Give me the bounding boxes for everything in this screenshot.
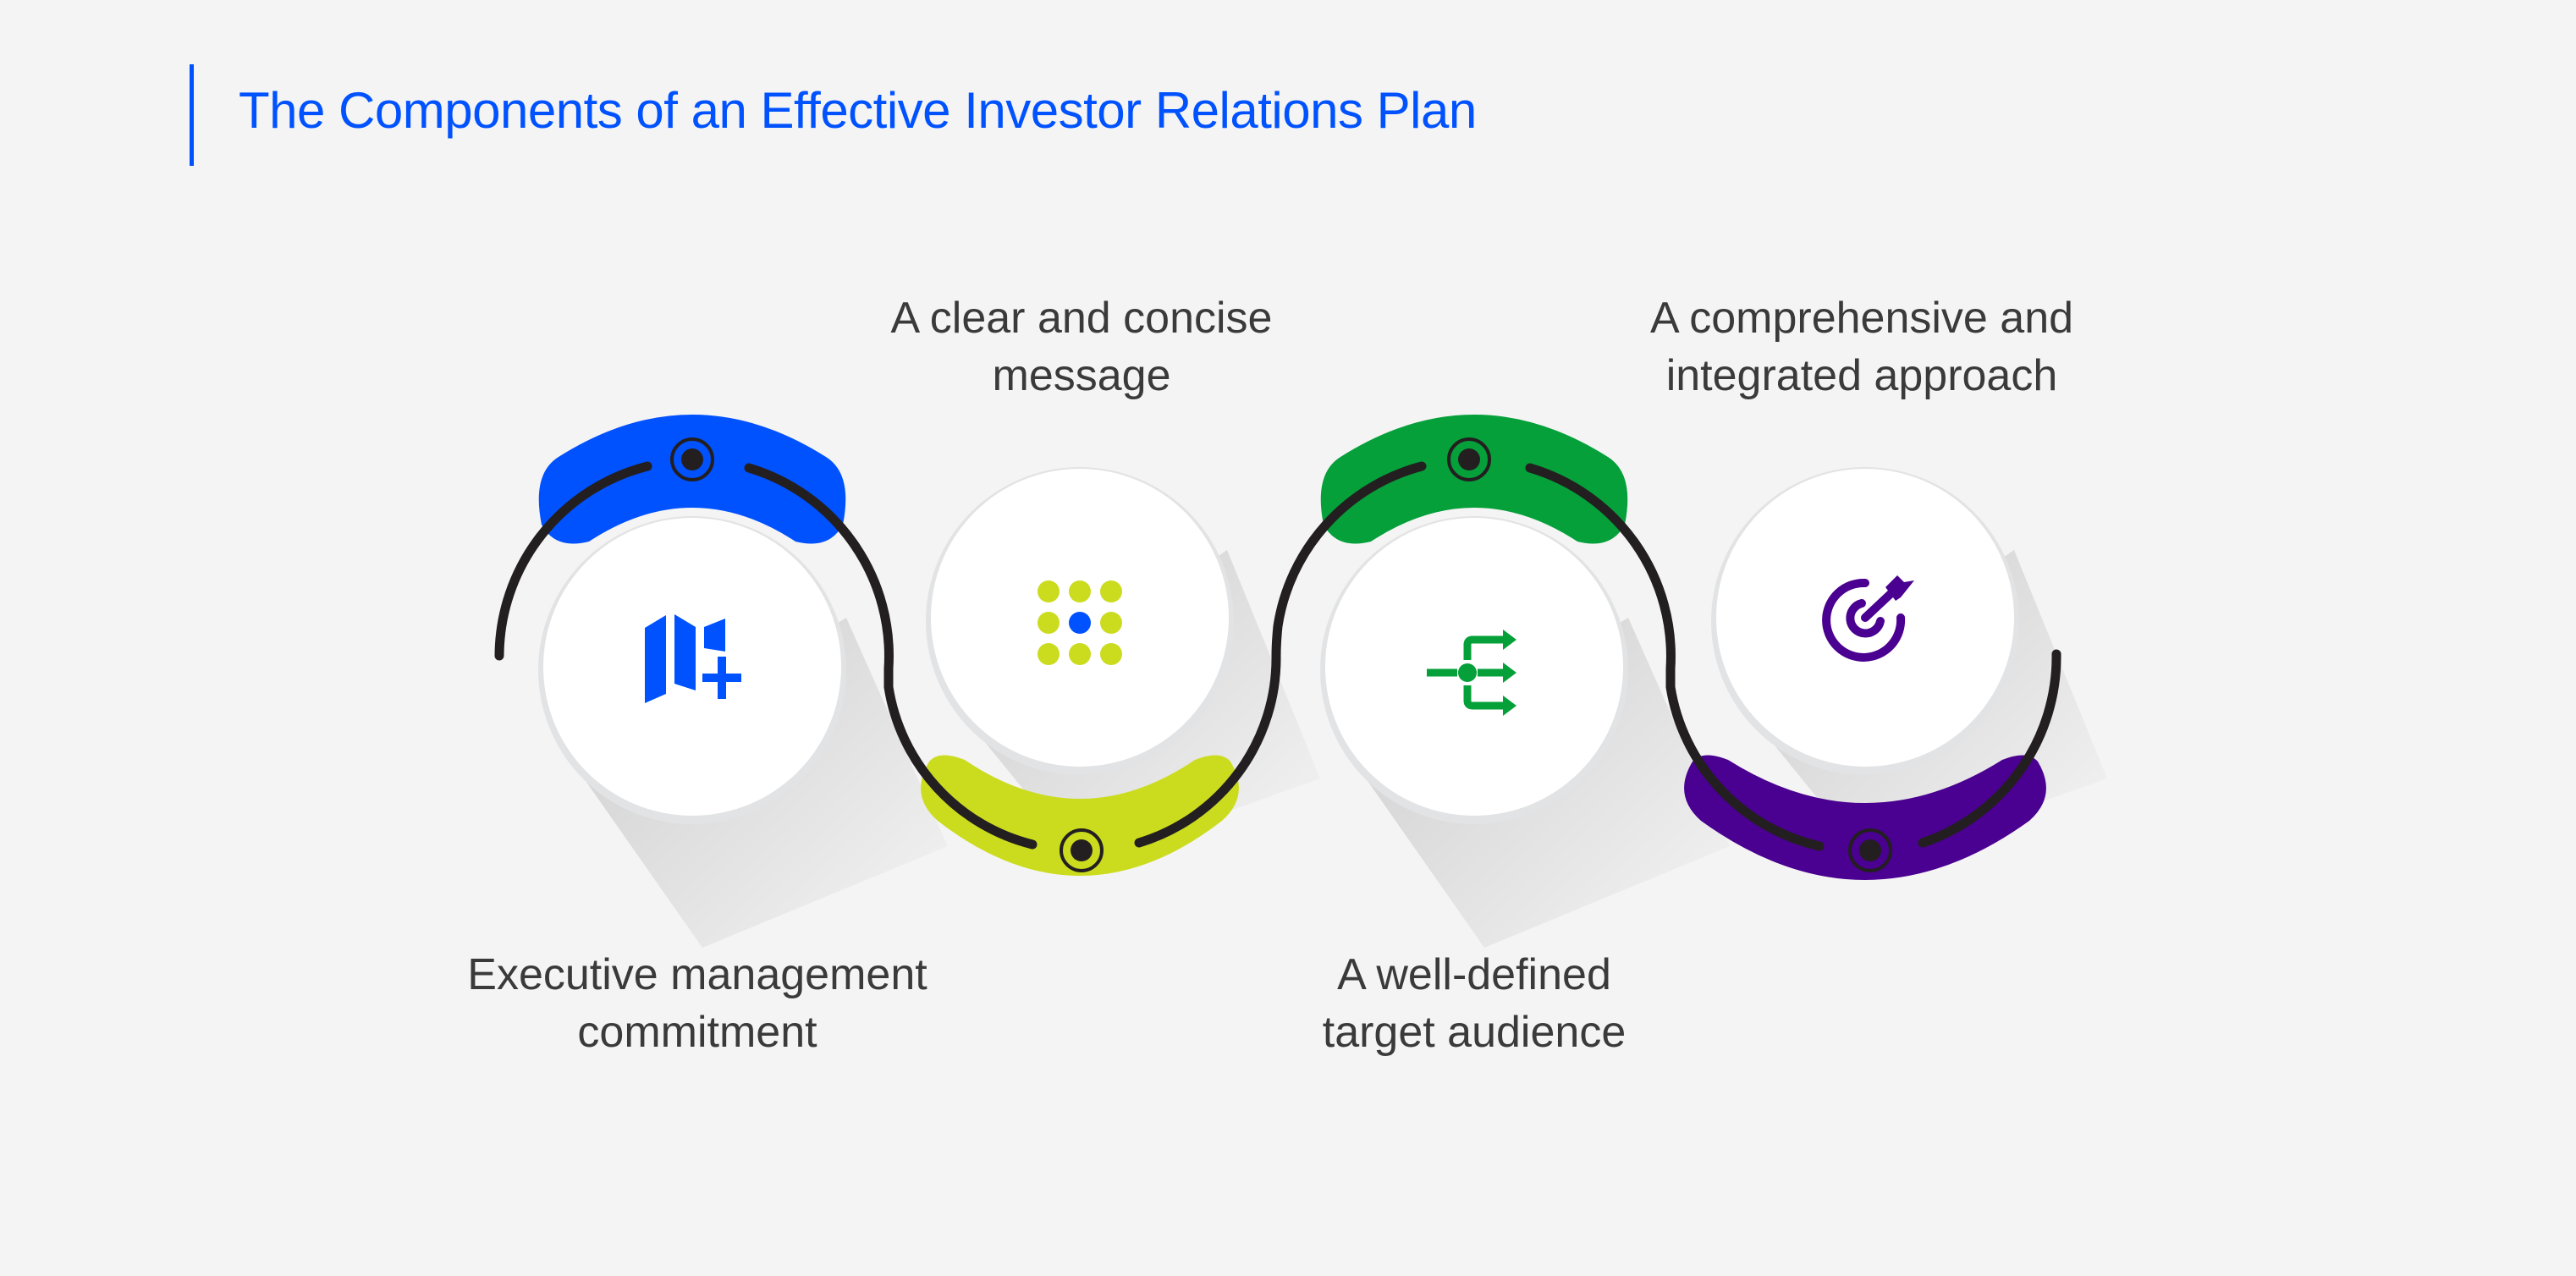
- title-accent-bar: [190, 64, 194, 166]
- step-1-label-line1: Executive management: [467, 950, 927, 999]
- step-1-label-line2: commitment: [577, 1008, 817, 1057]
- step-4-label: A comprehensive and integrated approach: [1566, 289, 2158, 404]
- map-plus-icon: [645, 614, 741, 703]
- branching-arrows-heads: [1458, 630, 1516, 716]
- step-4-node-marker: [1848, 828, 1892, 872]
- target-arrow-fletching: [1885, 575, 1914, 601]
- target-arrow-icon: [1822, 578, 1906, 662]
- step-4-label-line1: A comprehensive and: [1649, 294, 2074, 343]
- dot-grid-icon: [1038, 580, 1122, 665]
- step-2: [921, 467, 1320, 876]
- step-4-label-line2: integrated approach: [1665, 351, 2058, 400]
- step-2-label-line1: A clear and concise: [890, 294, 1273, 343]
- connector-segment-1b: [744, 463, 1038, 850]
- step-3-label-line1: A well-defined: [1337, 950, 1611, 999]
- connector-segment-4: [1918, 649, 2061, 848]
- step-2-label: A clear and concise message: [785, 289, 1378, 404]
- step-2-node-marker: [1060, 828, 1104, 872]
- step-2-band: [921, 755, 1239, 876]
- connector-segment-1a: [494, 461, 652, 661]
- step-1-node-marker: [670, 437, 714, 481]
- step-1: [538, 415, 948, 948]
- step-4-band: [1684, 755, 2046, 880]
- step-3-node-marker: [1447, 437, 1491, 481]
- step-2-label-line2: message: [992, 351, 1171, 400]
- step-3-label-line2: target audience: [1322, 1008, 1627, 1057]
- connector-segment-2: [1134, 461, 1427, 848]
- connector-line: [494, 461, 2061, 851]
- step-3-label: A well-defined target audience: [1178, 946, 1770, 1061]
- connector-segment-3: [1525, 463, 1825, 851]
- branching-arrows-icon: [1427, 635, 1505, 710]
- step-4: [1684, 467, 2107, 880]
- step-3: [1320, 415, 1730, 948]
- step-1-label: Executive management commitment: [401, 946, 994, 1061]
- page-title: The Components of an Effective Investor …: [239, 82, 1477, 139]
